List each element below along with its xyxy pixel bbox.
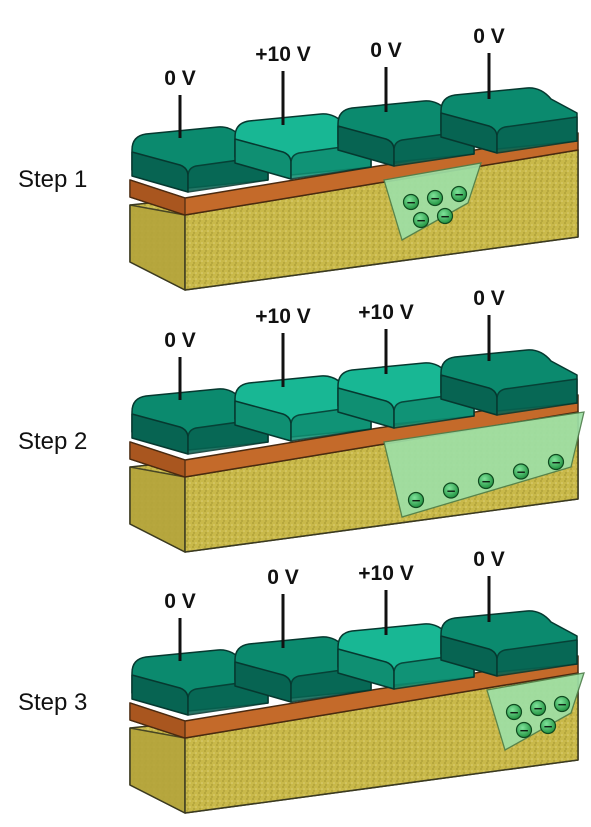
potential-well (383, 411, 585, 518)
electron: − (512, 463, 530, 480)
electrode-3: +10 V (337, 562, 475, 690)
electron: − (450, 185, 468, 203)
substrate-side (129, 727, 186, 814)
oxide-layer-side (129, 702, 186, 739)
electrode-4: 0 V (440, 287, 578, 416)
voltage-label: +10 V (255, 305, 310, 328)
electron-body (402, 193, 420, 211)
oxide-layer-side (129, 179, 186, 216)
electrode-face (496, 116, 578, 154)
voltage-label: +10 V (358, 562, 413, 585)
electrode-1: 0 V (131, 67, 269, 193)
electron: − (402, 193, 420, 211)
step-2: Step 2 − − − − − 0 V +10 V +10 V 0 V (18, 287, 585, 553)
electrode-face (496, 639, 578, 677)
electrode-4: 0 V (440, 548, 578, 677)
voltage-label: 0 V (164, 329, 196, 352)
electron-charge-symbol: − (481, 474, 491, 488)
electron-body (436, 207, 454, 225)
voltage-label: 0 V (473, 25, 505, 48)
voltage-label: 0 V (473, 287, 505, 310)
electron: − (412, 211, 430, 229)
electron-body (515, 721, 533, 739)
electron-charge-symbol: − (430, 191, 440, 205)
electron-charge-symbol: − (509, 705, 519, 719)
electron-charge-symbol: − (516, 465, 526, 479)
electron-body (547, 453, 565, 471)
electron-body (553, 695, 571, 713)
electron: − (547, 453, 565, 471)
step-label: Step 2 (18, 428, 87, 455)
electron: − (553, 695, 571, 713)
voltage-label: 0 V (267, 566, 299, 589)
step-label: Step 1 (18, 166, 87, 193)
electron-charge-symbol: − (533, 701, 543, 715)
electron: − (529, 699, 547, 717)
electron: − (426, 189, 444, 207)
voltage-label: 0 V (164, 590, 196, 613)
electron-body (450, 185, 468, 203)
substrate-side (129, 466, 186, 553)
electron-body (477, 472, 495, 490)
electron-charge-symbol: − (543, 719, 553, 733)
voltage-label: 0 V (370, 39, 402, 62)
electron-body (512, 463, 530, 480)
electron: − (539, 717, 557, 735)
electron-charge-symbol: − (411, 493, 421, 507)
step-3: Step 3−−−−−0 V0 V+10 V0 V (18, 548, 585, 814)
electron-body (407, 491, 425, 509)
electron-charge-symbol: − (557, 697, 567, 711)
voltage-label: +10 V (358, 301, 413, 324)
electron-charge-symbol: − (519, 723, 529, 737)
electrode-face (496, 378, 578, 416)
electron-charge-symbol: − (440, 209, 450, 223)
voltage-label: 0 V (164, 67, 196, 90)
electron-body (442, 482, 460, 499)
electron-body (426, 189, 444, 207)
electron-body (505, 703, 523, 721)
electron: − (407, 491, 425, 509)
electron: − (436, 207, 454, 225)
electrode-4: 0 V (440, 25, 578, 154)
electron-body (539, 717, 557, 735)
voltage-label: +10 V (255, 43, 310, 66)
electron-charge-symbol: − (416, 213, 426, 227)
oxide-layer-side (129, 441, 186, 478)
electron: − (442, 482, 460, 499)
substrate-side (129, 204, 186, 291)
electron: − (515, 721, 533, 739)
electron-charge-symbol: − (551, 455, 561, 469)
electron: − (477, 472, 495, 490)
electron-charge-symbol: − (446, 484, 456, 498)
electron: − (505, 703, 523, 721)
electron-body (529, 699, 547, 717)
electron-charge-symbol: − (454, 187, 464, 201)
voltage-label: 0 V (473, 548, 505, 571)
electron-body (412, 211, 430, 229)
step-label: Step 3 (18, 689, 87, 716)
electrode-3: 0 V (337, 39, 475, 167)
electron-charge-symbol: − (406, 195, 416, 209)
